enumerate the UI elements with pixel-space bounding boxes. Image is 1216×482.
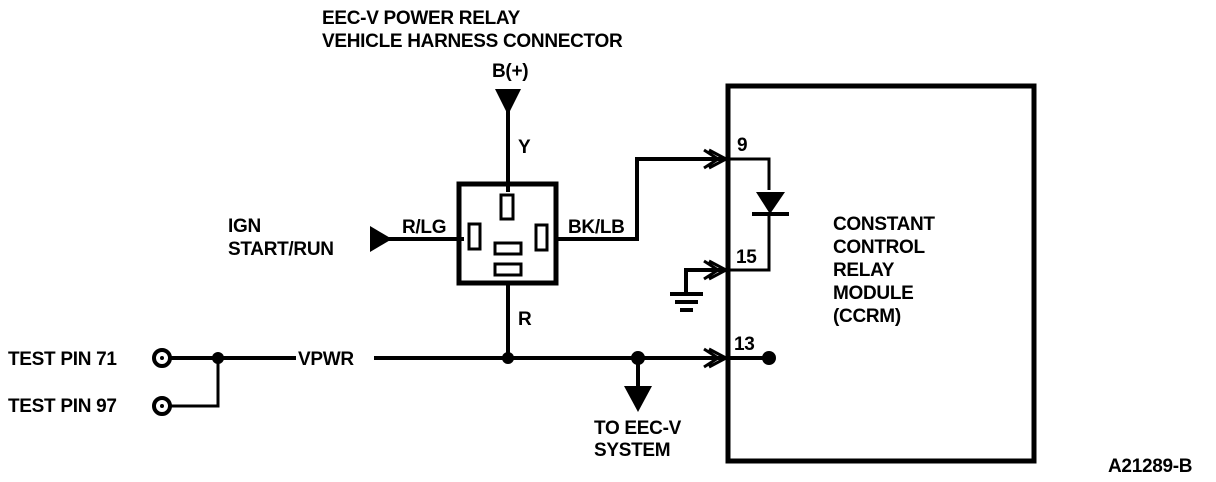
relay-terminal-right — [534, 223, 549, 252]
splice-test-pins — [212, 352, 224, 364]
ccrm-internal-wire-15 — [728, 214, 771, 272]
eec-system-label-line2: SYSTEM — [594, 440, 670, 461]
diode-icon — [756, 192, 785, 214]
ccrm-pin-15-label: 15 — [736, 247, 757, 268]
supply-arrow-icon — [495, 89, 521, 115]
splice-relay-r — [502, 352, 514, 364]
ignition-arrow-icon — [370, 226, 392, 252]
ground-icon — [670, 292, 703, 312]
ccrm-pin-13-node — [762, 351, 776, 365]
test-pin-97-terminal-dot — [160, 404, 164, 408]
wire-test-pin-97 — [170, 358, 220, 408]
test-pin-71-label: TEST PIN 71 — [8, 349, 117, 370]
relay-terminal-bottom — [493, 262, 523, 277]
wire-label-y: Y — [518, 137, 531, 158]
ccrm-internal-wire-9 — [728, 157, 771, 190]
ccrm-label-line2: CONTROL — [833, 237, 926, 258]
ignition-label-line1: IGN — [228, 216, 261, 237]
ignition-label-line2: START/RUN — [228, 239, 334, 260]
relay-terminal-left — [467, 222, 482, 251]
ccrm-label-line3: RELAY — [833, 260, 895, 281]
relay-terminal-center — [493, 241, 523, 256]
wire-label-r-lg: R/LG — [402, 217, 446, 238]
vpwr-label: VPWR — [298, 349, 354, 370]
eec-system-label-line1: TO EEC-V — [594, 418, 682, 439]
battery-supply-label: B(+) — [492, 61, 528, 82]
wire-ground — [684, 268, 728, 294]
ccrm-label-line1: CONSTANT — [833, 214, 935, 235]
test-pin-97-label: TEST PIN 97 — [8, 396, 117, 417]
relay-connector-body — [456, 181, 559, 286]
test-pin-71-terminal-dot — [160, 356, 164, 360]
eec-system-arrow-icon — [624, 386, 652, 412]
wire-bk-lb — [554, 157, 728, 241]
ccrm-pin-9-label: 9 — [737, 135, 747, 156]
figure-id: A21289-B — [1108, 456, 1192, 477]
relay-connector — [456, 181, 559, 286]
ccrm-label-line5: (CCRM) — [833, 306, 901, 327]
relay-title-line2: VEHICLE HARNESS CONNECTOR — [322, 31, 623, 52]
relay-title-line1: EEC-V POWER RELAY — [322, 8, 521, 29]
wire-label-r: R — [518, 309, 532, 330]
wire-label-bk-lb: BK/LB — [568, 217, 625, 238]
relay-terminal-top — [499, 193, 515, 221]
ccrm-pin-13-label: 13 — [734, 334, 755, 355]
ccrm-label-line4: MODULE — [833, 283, 914, 304]
ccrm-module-box — [725, 83, 1037, 464]
